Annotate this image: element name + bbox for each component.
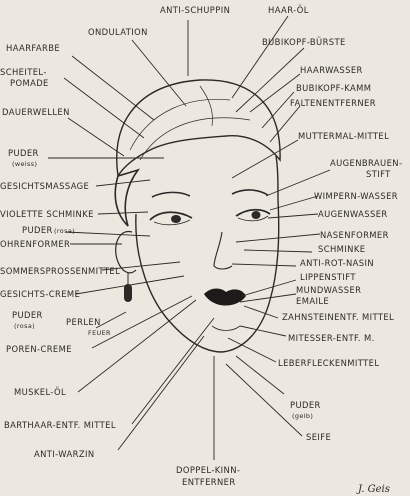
pointer-lippenstift [242, 280, 296, 296]
hair-shape [117, 80, 280, 176]
label-puder-weiss: PUDER [8, 148, 39, 158]
label-puder-gelb: PUDER [290, 400, 321, 410]
label-muskel-oel: MUSKEL-ÖL [14, 387, 66, 397]
label-ohrenformer: OHRENFORMER [0, 239, 70, 249]
label-barthaar: BARTHAAR-ENTF. MITTEL [4, 420, 116, 430]
pointer-lines [48, 16, 330, 460]
pointer-ondulation [132, 40, 186, 106]
pointer-faltenentferner [270, 106, 300, 142]
label-feuer: FEUER [88, 329, 111, 337]
label-sommersprossen: SOMMERSPROSSENMITTEL [0, 266, 120, 276]
labels: ANTI-SCHUPPIN HAAR-ÖL ONDULATION BUBIKOP… [0, 5, 402, 495]
left-eyebrow [152, 192, 190, 197]
label-lippenstift: LIPPENSTIFT [300, 272, 356, 282]
pointer-barthaar [132, 318, 214, 424]
label-perlen: PERLEN [66, 317, 101, 327]
hair-curl [115, 170, 138, 226]
pointer-anti-rot-nasin [232, 264, 296, 266]
pointer-haar-oel [232, 16, 288, 98]
label-weiss: (weiss) [12, 160, 37, 168]
label-haarfarbe: HAARFARBE [6, 43, 60, 53]
label-rosa-small: (rosa) [54, 227, 75, 235]
label-nasenformer: NASENFORMER [320, 230, 389, 240]
lips [204, 289, 246, 306]
label-muttermal-mittel: MUTTERMAL-MITTEL [298, 131, 389, 141]
label-entferner: ENTFERNER [182, 477, 236, 487]
label-scheitel: SCHEITEL- [0, 67, 47, 77]
label-emaile: EMAILE [296, 296, 329, 306]
label-violette-schminke: VIOLETTE SCHMINKE [0, 209, 94, 219]
label-seife: SEIFE [306, 432, 331, 442]
label-mundwasser: MUNDWASSER [296, 285, 361, 295]
label-schminke: SCHMINKE [318, 244, 365, 254]
label-rosa2: (rosa) [14, 322, 35, 330]
pointer-anti-warzin [118, 336, 204, 450]
hair-wave-line [130, 99, 230, 150]
pointer-puder-gelb [236, 356, 284, 394]
label-anti-schuppin: ANTI-SCHUPPIN [160, 5, 230, 15]
left-iris [171, 215, 181, 223]
label-poren-creme: POREN-CREME [6, 344, 72, 354]
label-gesichtsmassage: GESICHTSMASSAGE [0, 181, 89, 191]
label-pomade: POMADE [10, 78, 49, 88]
pointer-violette-schminke [98, 212, 148, 214]
label-anti-warzin: ANTI-WARZIN [34, 449, 95, 459]
earring-pearl [124, 284, 132, 302]
pointer-gesichtsmassage [96, 180, 150, 186]
label-augenwasser: AUGENWASSER [318, 209, 388, 219]
pointer-haarfarbe [72, 56, 154, 120]
label-leberflecken: LEBERFLECKENMITTEL [278, 358, 379, 368]
right-iris [252, 211, 261, 219]
label-wimpern-wasser: WIMPERN-WASSER [314, 191, 398, 201]
pointer-mitesser [240, 326, 286, 336]
label-mitesser: MITESSER-ENTF. M. [288, 333, 375, 343]
label-bubikopf-buerste: BUBIKOPF-BÜRSTE [262, 37, 346, 47]
pointer-zahnsteinentf [244, 306, 278, 318]
pointer-augenwasser [268, 214, 318, 218]
nose [214, 232, 232, 269]
artist-signature: J. Geis [356, 484, 390, 495]
hair-part-line [200, 86, 213, 126]
pointer-wimpern [270, 196, 318, 210]
label-gesichts-creme: GESICHTS-CREME [0, 289, 80, 299]
label-ondulation: ONDULATION [88, 27, 148, 37]
face-illustration [115, 80, 280, 352]
label-haar-oel: HAAR-ÖL [268, 5, 309, 15]
pointer-leberflecken [228, 338, 276, 362]
label-stift: STIFT [366, 169, 391, 179]
label-anti-rot-nasin: ANTI-ROT-NASIN [300, 258, 374, 268]
right-eyebrow [232, 190, 268, 195]
label-doppel-kinn: DOPPEL-KINN- [176, 465, 240, 475]
left-eyelid [150, 212, 192, 220]
label-faltenentferner: FALTENENTFERNER [290, 98, 376, 108]
chin-line [212, 326, 240, 331]
pointer-puder-rosa [66, 232, 150, 236]
label-zahnsteinentf: ZAHNSTEINENTF. MITTEL [282, 312, 394, 322]
label-puder-rosa: PUDER [22, 225, 53, 235]
pointer-dauerwellen [68, 118, 124, 156]
pointer-scheitel-pomade [64, 78, 144, 138]
face-outline [136, 156, 279, 352]
label-haarwasser: HAARWASSER [300, 65, 363, 75]
label-puder-rosa2: PUDER [12, 310, 43, 320]
label-gelb: (gelb) [292, 412, 313, 420]
label-bubikopf-kamm: BUBIKOPF-KAMM [296, 83, 371, 93]
pointer-mundwasser [240, 294, 296, 302]
label-dauerwellen: DAUERWELLEN [2, 107, 70, 117]
label-augenbrauen: AUGENBRAUEN- [330, 158, 402, 168]
